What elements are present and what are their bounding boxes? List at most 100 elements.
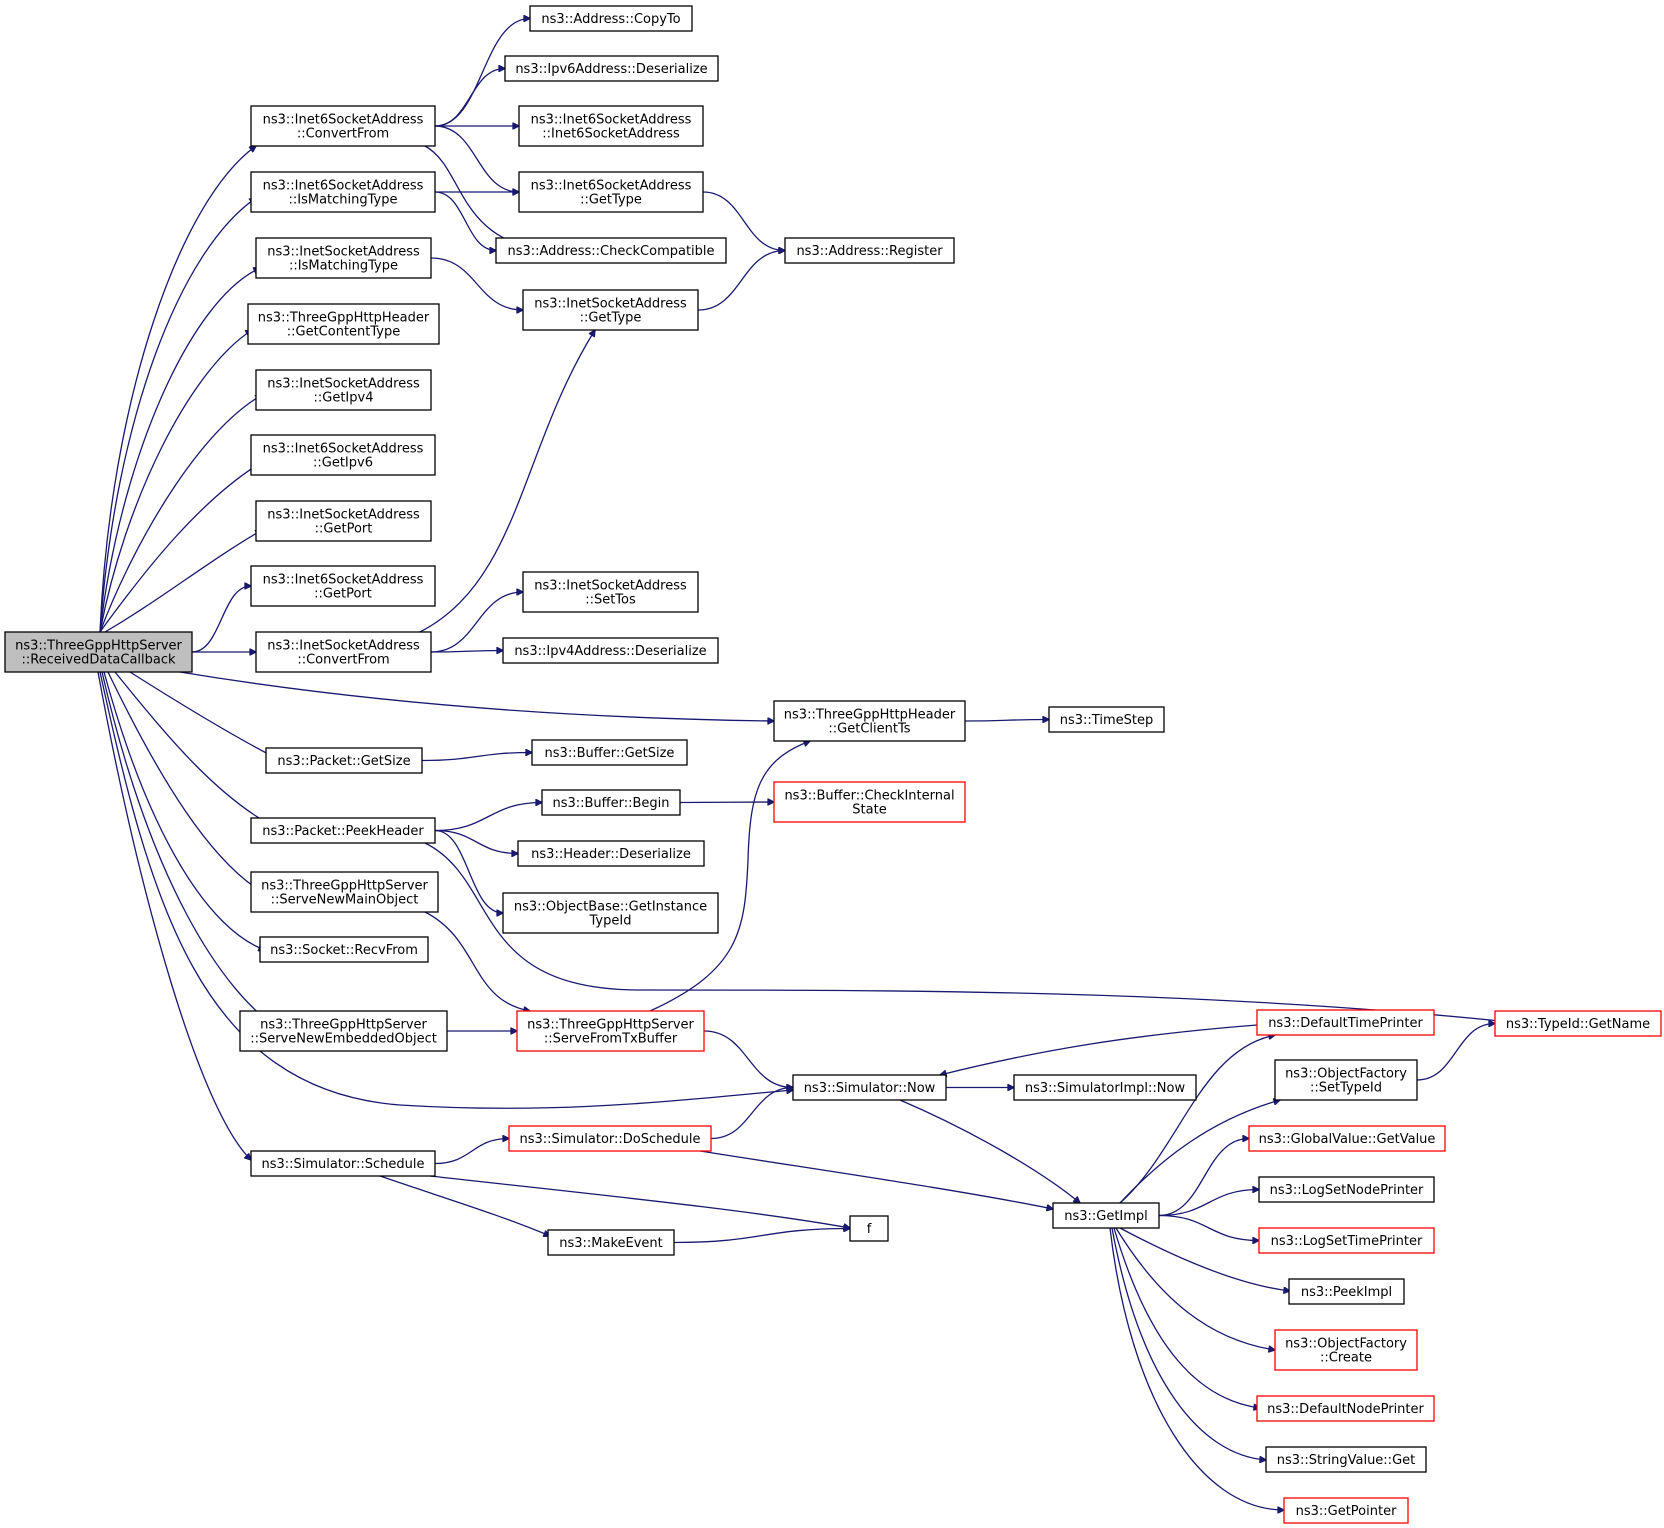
node-inet6-ctor[interactable]: ns3::Inet6SocketAddress::Inet6SocketAddr…	[518, 105, 704, 147]
node-addr-checkcompat[interactable]: ns3::Address::CheckCompatible	[495, 237, 727, 264]
node-inet6-getport[interactable]: ns3::Inet6SocketAddress::GetPort	[250, 565, 436, 607]
edge-inet-convertfrom-to-inet-gettype	[419, 330, 595, 633]
node-serve-fromtx[interactable]: ns3::ThreeGppHttpServer::ServeFromTxBuff…	[516, 1010, 705, 1052]
node-simimpl-now[interactable]: ns3::SimulatorImpl::Now	[1013, 1074, 1197, 1101]
node-packet-peekheader[interactable]: ns3::Packet::PeekHeader	[250, 817, 436, 844]
node-http-getclientts[interactable]: ns3::ThreeGppHttpHeader::GetClientTs	[773, 700, 966, 742]
edge-getimpl-to-default-timeprinter	[1119, 1035, 1275, 1204]
node-f[interactable]: f	[849, 1215, 889, 1242]
node-inet6-ismatching[interactable]: ns3::Inet6SocketAddress::IsMatchingType	[250, 171, 436, 213]
node-label: ns3::Inet6SocketAddress	[531, 179, 692, 194]
node-log-settimeprinter[interactable]: ns3::LogSetTimePrinter	[1258, 1227, 1435, 1254]
node-addr-copyto[interactable]: ns3::Address::CopyTo	[529, 5, 693, 32]
node-globalvalue-getvalue[interactable]: ns3::GlobalValue::GetValue	[1248, 1125, 1446, 1152]
node-box	[1288, 1278, 1405, 1305]
node-ipv6-deserialize[interactable]: ns3::Ipv6Address::Deserialize	[504, 55, 719, 82]
node-sim-doschedule[interactable]: ns3::Simulator::DoSchedule	[508, 1125, 712, 1152]
node-default-timeprinter[interactable]: ns3::DefaultTimePrinter	[1256, 1009, 1435, 1036]
edge-root-to-sim-now	[99, 671, 793, 1109]
node-log-setnodeprinter[interactable]: ns3::LogSetNodePrinter	[1258, 1176, 1435, 1203]
node-timestep[interactable]: ns3::TimeStep	[1048, 706, 1165, 733]
node-getimpl[interactable]: ns3::GetImpl	[1052, 1202, 1160, 1229]
node-label: ns3::ObjectBase::GetInstance	[514, 900, 707, 915]
node-label: ns3::Header::Deserialize	[531, 847, 691, 862]
node-inet-getipv4[interactable]: ns3::InetSocketAddress::GetIpv4	[255, 369, 432, 411]
edge-sim-schedule-to-f	[429, 1175, 850, 1228]
node-label: ns3::InetSocketAddress	[267, 639, 420, 654]
node-buffer-getsize[interactable]: ns3::Buffer::GetSize	[531, 739, 688, 766]
node-label: ns3::ThreeGppHttpServer	[260, 1018, 427, 1033]
node-box	[541, 789, 681, 816]
node-sim-schedule[interactable]: ns3::Simulator::Schedule	[250, 1150, 436, 1177]
node-inet-convertfrom[interactable]: ns3::InetSocketAddress::ConvertFrom	[255, 631, 432, 673]
edge-http-getclientts-to-timestep	[964, 720, 1049, 722]
node-socket-recvfrom[interactable]: ns3::Socket::RecvFrom	[259, 936, 429, 963]
node-box	[259, 936, 429, 963]
node-inet-ismatching[interactable]: ns3::InetSocketAddress::IsMatchingType	[255, 237, 432, 279]
node-inet6-gettype[interactable]: ns3::Inet6SocketAddress::GetType	[518, 171, 704, 213]
node-box	[784, 237, 955, 264]
node-peekimpl[interactable]: ns3::PeekImpl	[1288, 1278, 1405, 1305]
node-inet-getport[interactable]: ns3::InetSocketAddress::GetPort	[255, 500, 432, 542]
node-objfactory-create[interactable]: ns3::ObjectFactory::Create	[1274, 1329, 1418, 1371]
node-inet-gettype[interactable]: ns3::InetSocketAddress::GetType	[522, 289, 699, 331]
edge-sim-schedule-to-sim-doschedule	[434, 1139, 509, 1165]
node-inet-settos[interactable]: ns3::InetSocketAddress::SetTos	[522, 571, 699, 613]
node-box	[250, 434, 436, 476]
node-objfactory-settypeid[interactable]: ns3::ObjectFactory::SetTypeId	[1274, 1059, 1418, 1101]
node-inet6-getipv6[interactable]: ns3::Inet6SocketAddress::GetIpv6	[250, 434, 436, 476]
node-getpointer[interactable]: ns3::GetPointer	[1283, 1497, 1409, 1524]
node-label: ::ServeFromTxBuffer	[544, 1032, 678, 1047]
node-label: ns3::Buffer::CheckInternal	[784, 789, 954, 804]
node-make-event[interactable]: ns3::MakeEvent	[547, 1229, 675, 1256]
edge-getimpl-to-peekimpl	[1119, 1227, 1290, 1291]
node-label: ns3::Ipv6Address::Deserialize	[515, 62, 707, 77]
node-label: ::SetTos	[585, 593, 636, 608]
node-box	[773, 781, 966, 823]
node-label: ::IsMatchingType	[289, 193, 398, 208]
edge-root-to-inet-ismatching	[99, 268, 260, 633]
node-addr-register[interactable]: ns3::Address::Register	[784, 237, 955, 264]
node-root[interactable]: ns3::ThreeGppHttpServer::ReceivedDataCal…	[4, 631, 193, 673]
edge-getimpl-to-getpointer	[1109, 1227, 1284, 1510]
edge-root-to-inet6-getport	[191, 586, 251, 653]
node-http-getcontenttype[interactable]: ns3::ThreeGppHttpHeader::GetContentType	[247, 303, 440, 345]
node-label: ::GetType	[580, 311, 642, 326]
node-packet-getsize[interactable]: ns3::Packet::GetSize	[265, 747, 423, 774]
node-label: ns3::LogSetTimePrinter	[1271, 1234, 1423, 1249]
node-buffer-begin[interactable]: ns3::Buffer::Begin	[541, 789, 681, 816]
node-typeid-getname[interactable]: ns3::TypeId::GetName	[1494, 1010, 1662, 1037]
node-label: ::GetPort	[315, 522, 373, 537]
edge-packet-peekheader-to-header-deserialize	[434, 829, 518, 854]
node-box	[522, 571, 699, 613]
node-label: ns3::GetImpl	[1064, 1209, 1148, 1224]
node-label: ::Inet6SocketAddress	[542, 127, 680, 142]
edge-inet6-convertfrom-to-inet6-gettype	[434, 125, 519, 192]
edge-inet-convertfrom-to-inet-settos	[430, 592, 523, 653]
node-label: ns3::Address::Register	[796, 244, 943, 259]
node-serve-newmain[interactable]: ns3::ThreeGppHttpServer::ServeNewMainObj…	[250, 871, 439, 913]
node-label: ns3::Simulator::Now	[804, 1081, 936, 1096]
node-header-deserialize[interactable]: ns3::Header::Deserialize	[517, 840, 705, 867]
node-default-nodeprinter[interactable]: ns3::DefaultNodePrinter	[1256, 1395, 1435, 1422]
node-box	[247, 303, 440, 345]
node-label: ns3::ThreeGppHttpServer	[261, 879, 428, 894]
edge-getimpl-to-objfactory-settypeid	[1119, 1100, 1280, 1204]
node-ipv4-deserialize[interactable]: ns3::Ipv4Address::Deserialize	[502, 637, 719, 664]
edge-root-to-inet6-getipv6	[99, 462, 262, 633]
node-box	[250, 565, 436, 607]
node-label: ns3::Socket::RecvFrom	[270, 943, 418, 958]
edge-packet-peekheader-to-typeid-getname	[424, 842, 1510, 1022]
node-box	[547, 1229, 675, 1256]
node-sim-now[interactable]: ns3::Simulator::Now	[792, 1074, 947, 1101]
node-inet6-convertfrom[interactable]: ns3::Inet6SocketAddress::ConvertFrom	[250, 105, 436, 147]
node-serve-newembedded[interactable]: ns3::ThreeGppHttpServer::ServeNewEmbedde…	[239, 1010, 448, 1052]
node-box	[508, 1125, 712, 1152]
node-label: ns3::Inet6SocketAddress	[263, 113, 424, 128]
node-box	[1052, 1202, 1160, 1229]
node-stringvalue-get[interactable]: ns3::StringValue::Get	[1265, 1446, 1427, 1473]
node-box	[255, 500, 432, 542]
